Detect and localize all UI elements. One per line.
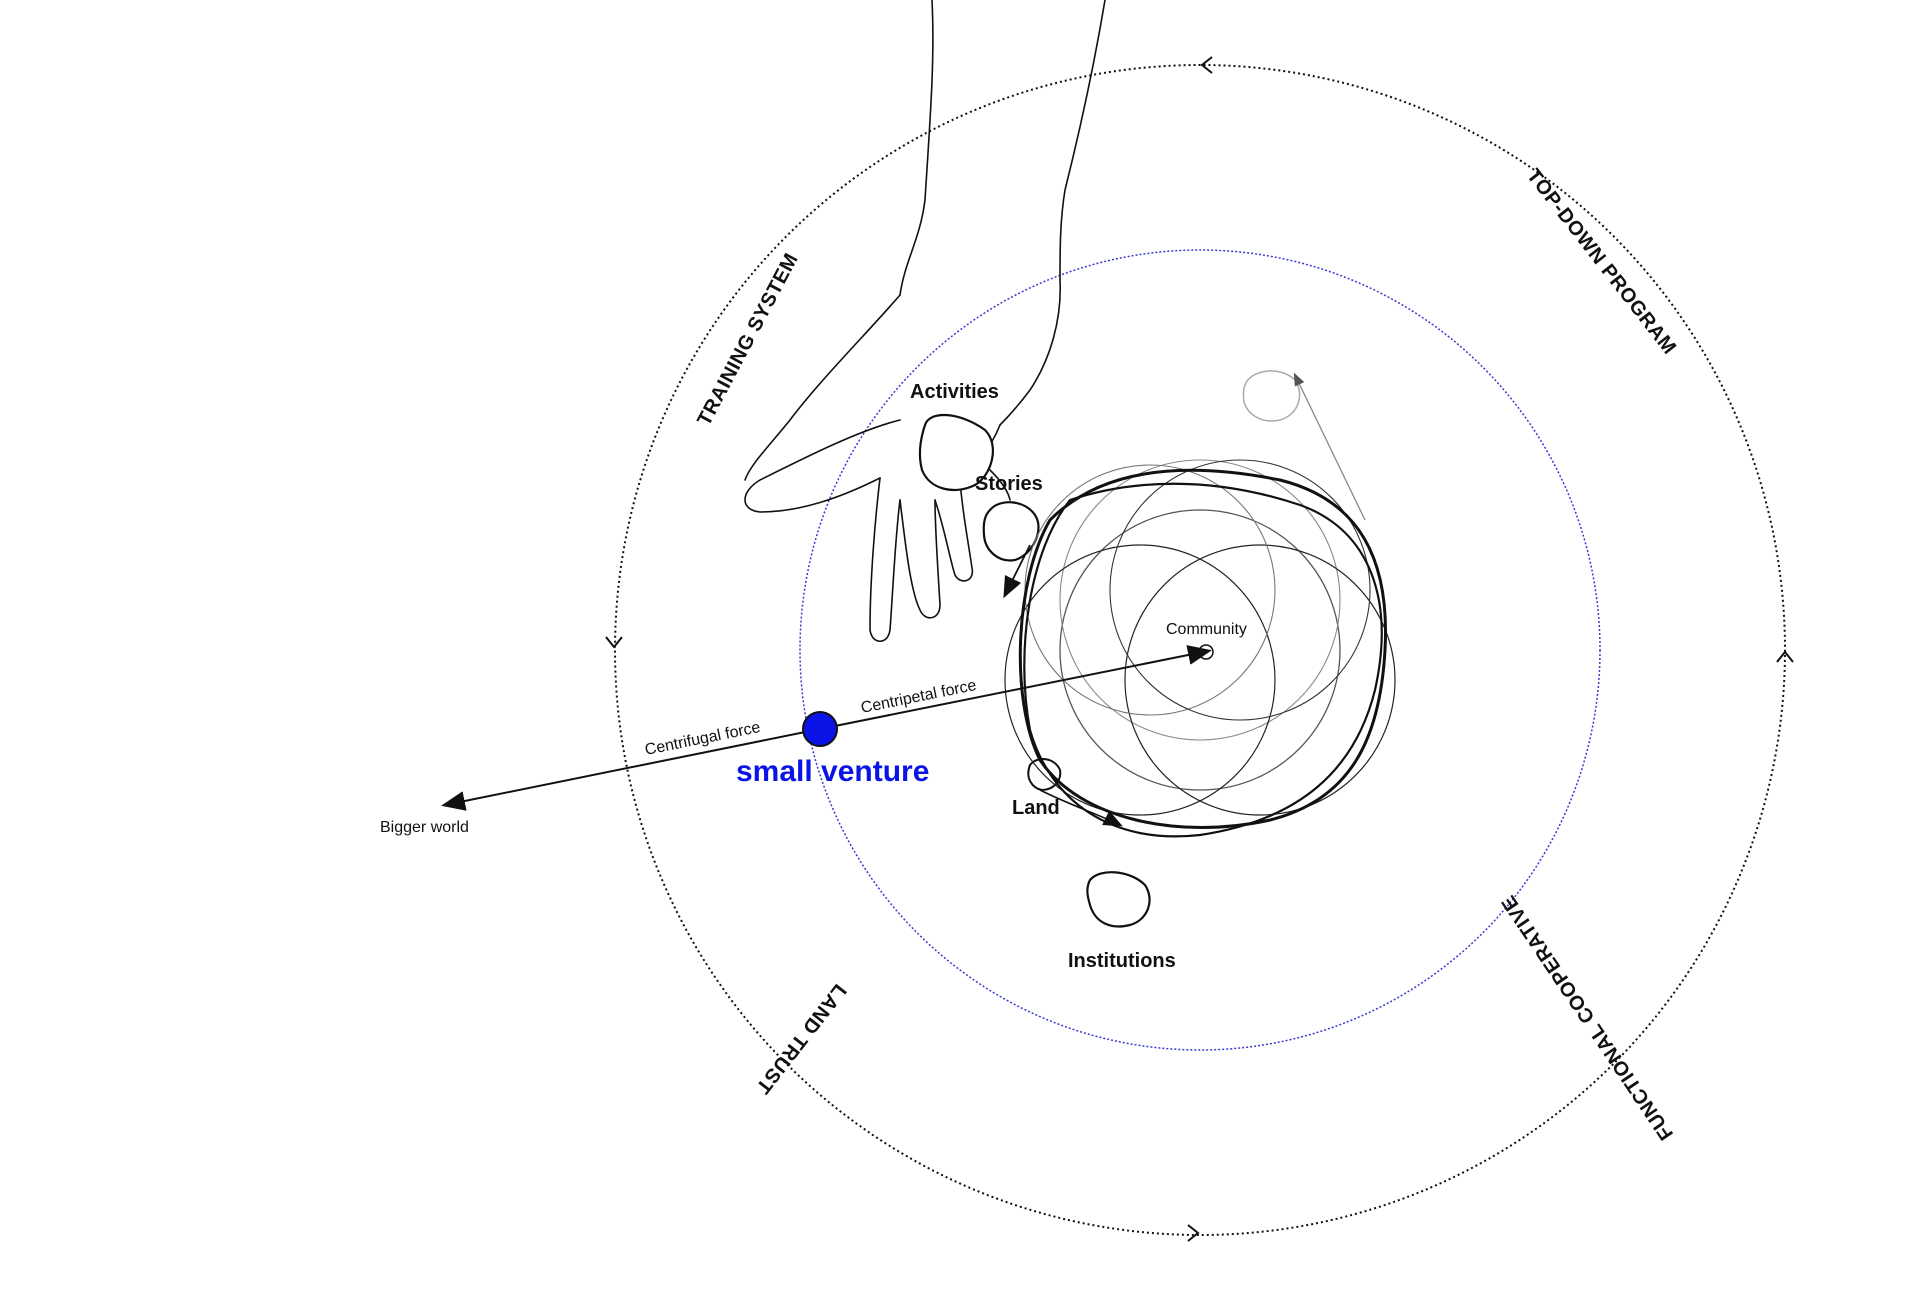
land-trust-label: LAND TRUST — [751, 980, 850, 1098]
training-system-label: TRAINING SYSTEM — [693, 250, 803, 430]
small-venture-dot — [802, 711, 838, 747]
centripetal-arrow — [819, 645, 1212, 730]
land-label: Land — [1012, 797, 1060, 819]
activities-label: Activities — [910, 381, 999, 403]
small-venture-label: small venture — [736, 755, 929, 788]
orbit-chevron-bottom — [1187, 1224, 1200, 1242]
stories-arrow — [1003, 544, 1031, 599]
community-label: Community — [1166, 621, 1247, 638]
top-down-program-label: TOP-DOWN PROGRAM — [1522, 165, 1680, 359]
orbit-chevron-left — [605, 636, 623, 649]
centrifugal-arrow — [441, 728, 821, 811]
activities-stone — [918, 413, 994, 492]
institutions-stone — [1086, 871, 1151, 928]
outer-orbit — [614, 64, 1786, 1236]
bigger-world-label: Bigger world — [380, 819, 469, 836]
institutions-label: Institutions — [1068, 950, 1176, 972]
orbit-chevron-right — [1776, 650, 1794, 663]
stories-stone — [982, 501, 1040, 562]
stories-label: Stories — [975, 473, 1043, 495]
drift-arrow — [1293, 372, 1366, 521]
centripetal-force-label: Centripetal force — [859, 677, 978, 717]
ghost-stone — [1242, 370, 1301, 422]
inner-orbit — [799, 249, 1601, 1051]
hand-illustration — [744, 0, 1106, 643]
community-cluster — [1004, 459, 1396, 838]
orbit-chevron-top — [1200, 56, 1213, 74]
functional-cooperative-label: FUNCTIONAL COOPERATIVE — [1497, 891, 1678, 1144]
